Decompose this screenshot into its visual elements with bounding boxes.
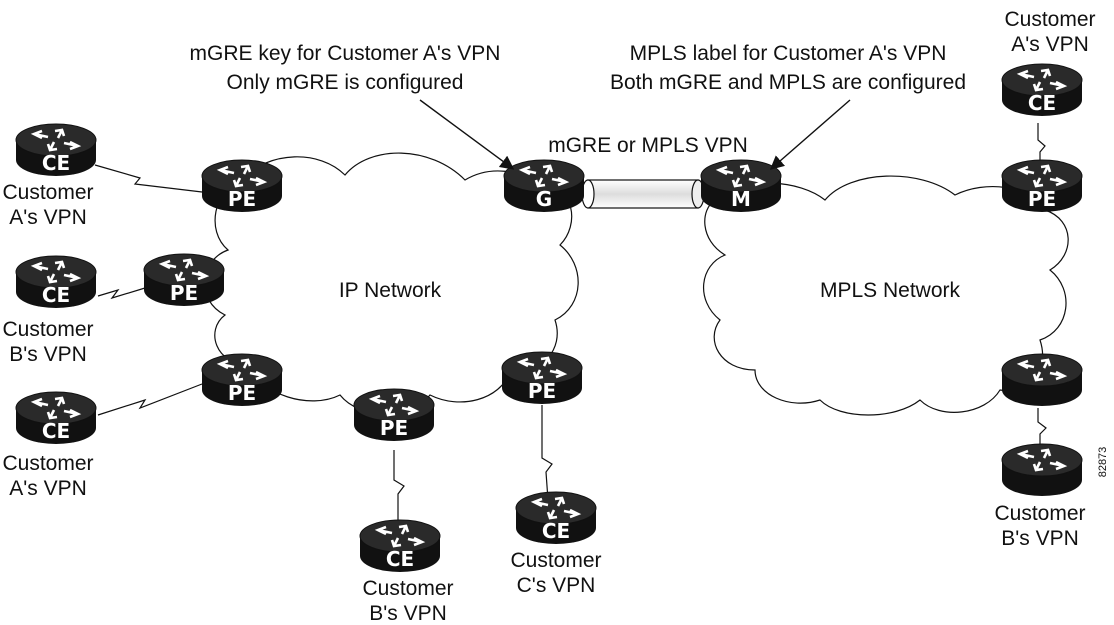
router-pe-left-middle: PE <box>142 252 226 308</box>
router-pe-right: PE <box>500 350 584 406</box>
caption-customer-c-bottom-2: C's VPN <box>517 574 596 597</box>
caption-customer-b-right-2: B's VPN <box>1001 527 1079 550</box>
caption-customer-a-right-1: Customer <box>1004 8 1095 31</box>
router-label: PE <box>228 381 256 405</box>
router-mpls-edge <box>1000 352 1084 408</box>
link-ce-b-to-pe <box>97 287 146 300</box>
caption-customer-a-left-bottom-1: Customer <box>2 452 93 475</box>
router-label: CE <box>542 519 570 543</box>
router-pe-left-top: PE <box>200 158 284 214</box>
link-pe-bottom-to-ce-b <box>393 450 405 548</box>
caption-customer-b-left-1: Customer <box>2 318 93 341</box>
caption-customer-c-bottom-1: Customer <box>510 549 601 572</box>
router-m: M <box>699 158 783 214</box>
router-label: PE <box>228 187 256 211</box>
caption-customer-b-left-2: B's VPN <box>9 343 87 366</box>
mpls-annotation-line1: MPLS label for Customer A's VPN <box>630 42 947 65</box>
router-ce-a-left-bottom: CE <box>14 390 98 446</box>
router-ce-b-left: CE <box>14 254 98 310</box>
router-pe-right-top: PE <box>1000 158 1084 214</box>
mgre-annotation-line2: Only mGRE is configured <box>227 71 464 94</box>
figure-id: 82873 <box>1097 447 1109 478</box>
router-label: PE <box>380 416 408 440</box>
router-ce-a-right: CE <box>1000 62 1084 118</box>
link-pe-right-to-ce-c <box>541 405 553 501</box>
router-ce-c-bottom: CE <box>514 490 598 546</box>
router-ce-b-bottom: CE <box>358 518 442 574</box>
mpls-network-label: MPLS Network <box>820 279 961 302</box>
router-label: PE <box>528 379 556 403</box>
router-label: CE <box>42 419 70 443</box>
links <box>94 123 1047 548</box>
router-label: M <box>731 187 751 211</box>
router-ce-b-right <box>1000 442 1084 498</box>
arrow-to-g <box>419 99 515 170</box>
router-label: CE <box>1028 91 1056 115</box>
link-router-to-ce-b-right <box>1037 408 1047 452</box>
link-ce-a-bottom-to-pe <box>97 383 203 416</box>
router-label: CE <box>42 283 70 307</box>
router-label: G <box>536 187 552 211</box>
caption-customer-a-right-2: A's VPN <box>1011 33 1089 56</box>
router-label: PE <box>1028 187 1056 211</box>
caption-customer-a-left-bottom-2: A's VPN <box>9 477 87 500</box>
arrow-to-m <box>769 99 851 170</box>
ip-network-label: IP Network <box>339 279 442 302</box>
router-g: G <box>502 158 586 214</box>
router-pe-left-bottom: PE <box>200 352 284 408</box>
mgre-annotation-line1: mGRE key for Customer A's VPN <box>190 42 501 65</box>
router-label: CE <box>42 151 70 175</box>
caption-customer-b-right-1: Customer <box>994 502 1085 525</box>
link-ce-a-right-to-pe <box>1037 123 1046 168</box>
router-label: CE <box>386 547 414 571</box>
link-ce-a-top-to-pe <box>94 164 203 193</box>
caption-customer-a-left-top-2: A's VPN <box>9 206 87 229</box>
caption-customer-a-left-top-1: Customer <box>2 181 93 204</box>
router-ce-a-left-top: CE <box>14 122 98 178</box>
tunnel-label: mGRE or MPLS VPN <box>548 134 748 157</box>
caption-customer-b-bottom-1: Customer <box>362 577 453 600</box>
router-pe-bottom: PE <box>352 387 436 443</box>
caption-customer-b-bottom-2: B's VPN <box>369 602 447 625</box>
mpls-annotation-line2: Both mGRE and MPLS are configured <box>610 71 966 94</box>
mgre-mpls-tunnel <box>581 179 705 209</box>
router-label: PE <box>170 281 198 305</box>
